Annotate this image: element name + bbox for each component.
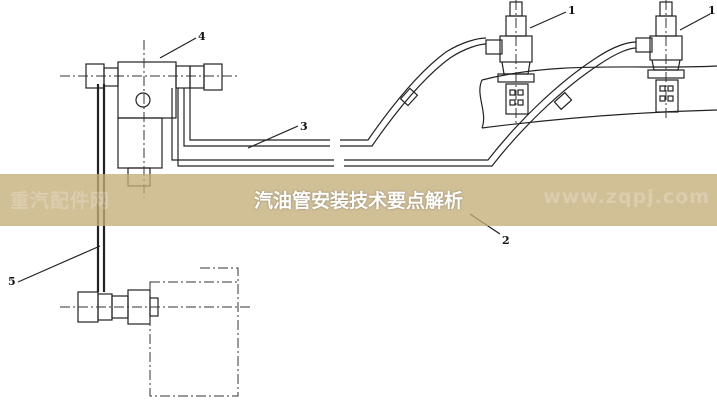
- fuel-pipe-3: [183, 37, 487, 147]
- lower-fitting: [60, 267, 250, 397]
- title-banner: [0, 174, 717, 226]
- label-1-right: 1: [708, 4, 716, 17]
- label-2: 2: [502, 234, 510, 247]
- watermark-site-name: 重汽配件网: [10, 190, 111, 212]
- page-title: 汽油管安装技术要点解析: [253, 190, 463, 212]
- injector-left: [485, 0, 535, 125]
- watermark-url: www.zqpj.com: [543, 186, 710, 208]
- label-3: 3: [300, 120, 308, 133]
- injector-right: [635, 0, 685, 120]
- fuel-pipe-2: [171, 41, 637, 167]
- label-4: 4: [198, 30, 206, 43]
- label-5: 5: [8, 275, 16, 288]
- watermark: 重汽配件网 www.zqpj.com: [10, 186, 710, 213]
- label-1-left: 1: [568, 4, 576, 17]
- engine-block: [479, 65, 717, 129]
